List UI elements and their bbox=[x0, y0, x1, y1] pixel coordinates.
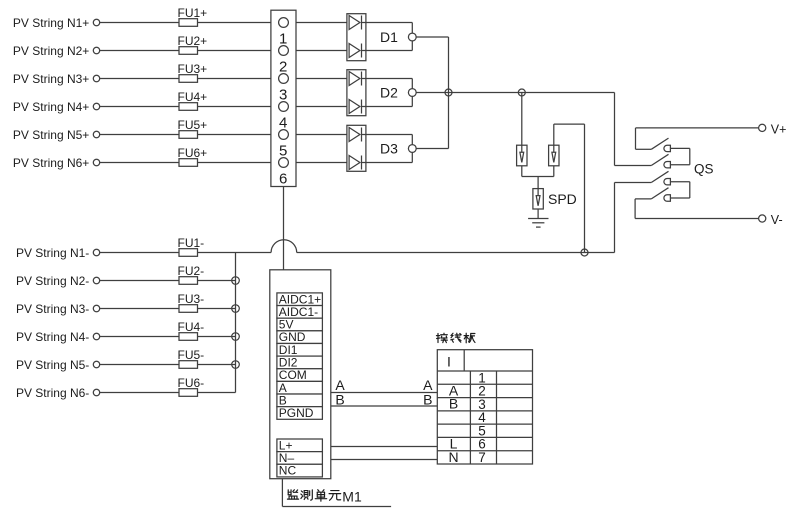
svg-text:5: 5 bbox=[279, 143, 287, 160]
svg-text:A: A bbox=[279, 381, 287, 395]
svg-text:PV String N4-: PV String N4- bbox=[16, 330, 89, 344]
svg-text:L: L bbox=[450, 436, 458, 452]
svg-text:AIDC1+: AIDC1+ bbox=[279, 292, 321, 306]
svg-text:PV String N2-: PV String N2- bbox=[16, 274, 89, 288]
svg-text:FU3+: FU3+ bbox=[178, 62, 208, 76]
svg-text:FU3-: FU3- bbox=[178, 292, 205, 306]
svg-text:FU2-: FU2- bbox=[178, 264, 205, 278]
svg-text:2: 2 bbox=[279, 59, 287, 76]
svg-text:A: A bbox=[335, 377, 345, 393]
svg-text:3: 3 bbox=[478, 397, 486, 412]
svg-text:A: A bbox=[449, 382, 459, 398]
svg-text:DI1: DI1 bbox=[279, 343, 298, 357]
svg-text:PV String N4+: PV String N4+ bbox=[13, 100, 89, 114]
svg-text:N–: N– bbox=[279, 451, 295, 465]
svg-text:QS: QS bbox=[694, 161, 714, 176]
svg-text:3: 3 bbox=[279, 87, 287, 104]
svg-text:COM: COM bbox=[279, 368, 307, 382]
svg-text:1: 1 bbox=[478, 370, 486, 385]
svg-text:B: B bbox=[335, 391, 344, 407]
svg-text:FU6-: FU6- bbox=[178, 376, 205, 390]
svg-text:B: B bbox=[423, 391, 432, 407]
svg-text:D2: D2 bbox=[380, 84, 398, 100]
svg-text:PV String N2+: PV String N2+ bbox=[13, 44, 89, 58]
svg-text:1: 1 bbox=[279, 31, 287, 48]
svg-text:FU4+: FU4+ bbox=[178, 90, 208, 104]
svg-text:PGND: PGND bbox=[279, 406, 314, 420]
svg-text:B: B bbox=[449, 396, 458, 412]
svg-text:M1: M1 bbox=[342, 489, 362, 505]
svg-text:PV String N6-: PV String N6- bbox=[16, 386, 89, 400]
svg-text:5V: 5V bbox=[279, 318, 294, 332]
svg-text:FU6+: FU6+ bbox=[178, 146, 208, 160]
svg-text:2: 2 bbox=[478, 384, 486, 399]
svg-text:4: 4 bbox=[279, 115, 287, 132]
svg-text:NC: NC bbox=[279, 464, 297, 478]
svg-text:FU2+: FU2+ bbox=[178, 34, 208, 48]
svg-text:PV String N6+: PV String N6+ bbox=[13, 156, 89, 170]
svg-text:D3: D3 bbox=[380, 140, 398, 156]
svg-text:B: B bbox=[279, 393, 287, 407]
svg-text:6: 6 bbox=[478, 437, 486, 452]
svg-text:GND: GND bbox=[279, 330, 306, 344]
svg-text:PV String N1+: PV String N1+ bbox=[13, 16, 89, 30]
svg-text:FU5+: FU5+ bbox=[178, 118, 208, 132]
svg-text:FU5-: FU5- bbox=[178, 348, 205, 362]
svg-text:D1: D1 bbox=[380, 29, 398, 45]
svg-text:6: 6 bbox=[279, 171, 287, 188]
svg-text:V-: V- bbox=[771, 213, 783, 227]
svg-text:PV String N1-: PV String N1- bbox=[16, 246, 89, 260]
svg-text:V+: V+ bbox=[771, 122, 787, 136]
svg-text:PV String N3+: PV String N3+ bbox=[13, 72, 89, 86]
svg-text:PV String N3-: PV String N3- bbox=[16, 302, 89, 316]
svg-text:4: 4 bbox=[478, 410, 486, 425]
svg-text:L+: L+ bbox=[279, 438, 293, 452]
svg-text:7: 7 bbox=[478, 450, 486, 465]
svg-text:DI2: DI2 bbox=[279, 356, 298, 370]
svg-text:N: N bbox=[448, 449, 458, 465]
svg-text:A: A bbox=[423, 377, 433, 393]
svg-text:AIDC1-: AIDC1- bbox=[279, 305, 318, 319]
svg-text:FU1-: FU1- bbox=[178, 236, 205, 250]
svg-text:PV String N5-: PV String N5- bbox=[16, 358, 89, 372]
svg-text:5: 5 bbox=[478, 423, 486, 438]
svg-text:SPD: SPD bbox=[548, 191, 577, 207]
svg-text:FU4-: FU4- bbox=[178, 320, 205, 334]
svg-text:I: I bbox=[447, 354, 451, 370]
svg-text:PV String N5+: PV String N5+ bbox=[13, 128, 89, 142]
svg-text:FU1+: FU1+ bbox=[178, 6, 208, 20]
